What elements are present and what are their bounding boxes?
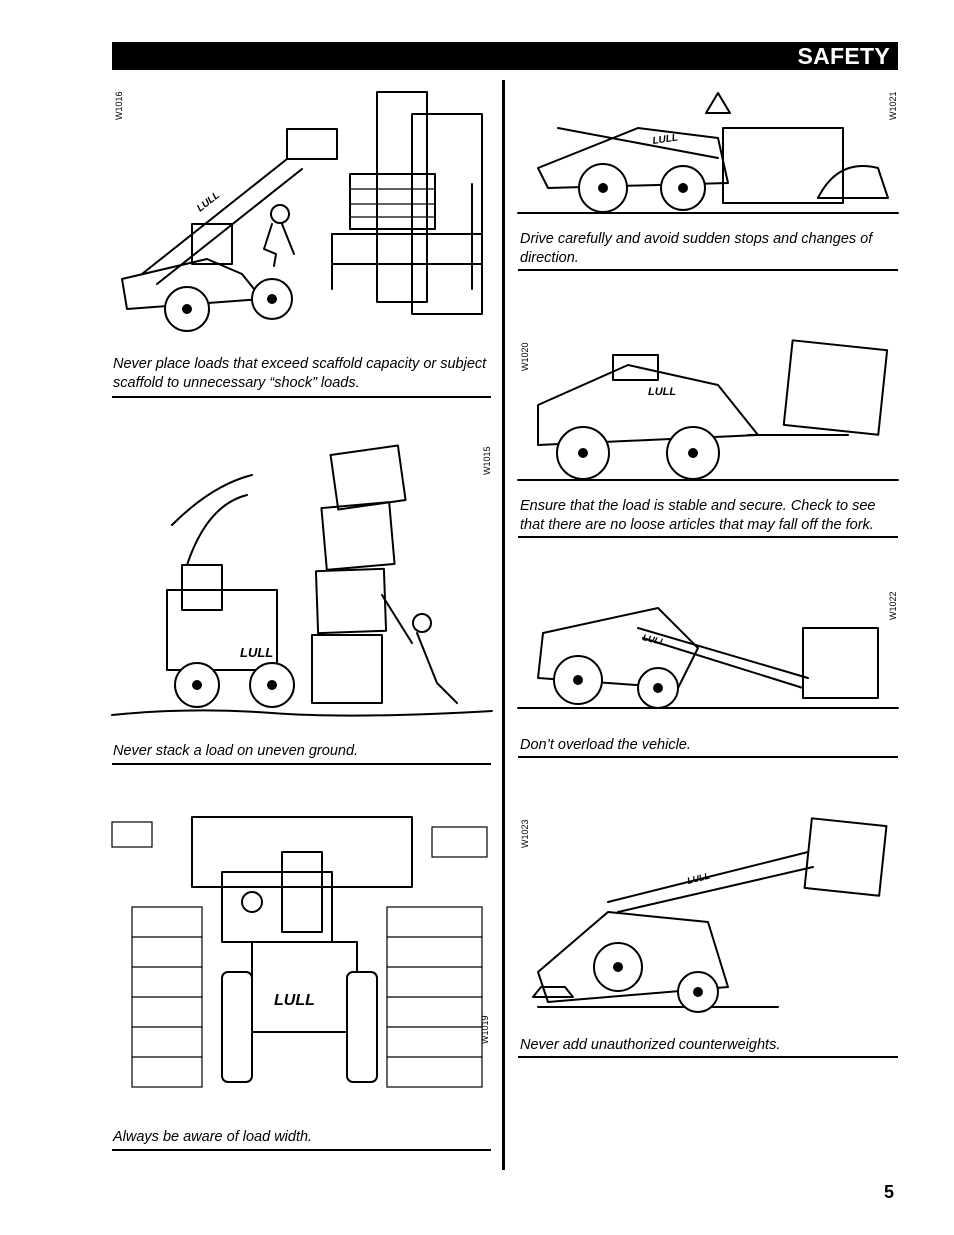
panel-counterweights: W1023 LULL — [518, 812, 898, 1022]
caption-rule — [112, 763, 491, 765]
caption-rule — [518, 536, 898, 538]
caption: Always be aware of load width. — [113, 1129, 313, 1145]
caption-rule — [112, 1149, 491, 1151]
vehicle-brand: LULL — [686, 871, 711, 886]
caption-rule — [518, 269, 898, 271]
vehicle-brand: LULL — [195, 190, 222, 214]
vehicle-brand: LULL — [648, 386, 676, 398]
panel-drive-carefully: W1021 LULL — [517, 88, 899, 218]
caption: Drive carefully and avoid sudden stops a… — [520, 231, 873, 266]
caption: Ensure that the load is stable and secur… — [520, 498, 876, 533]
counterweights-illustration: LULL — [532, 817, 888, 1013]
vehicle-brand: LULL — [240, 645, 273, 660]
scaffold-illustration: LULL — [121, 91, 483, 332]
load-width-illustration: LULL — [111, 816, 488, 1088]
caption-rule — [112, 396, 491, 398]
stable-load-illustration: LULL — [517, 339, 899, 481]
drive-carefully-illustration: LULL — [517, 92, 899, 214]
panel-load-width: W1019 LULL — [111, 812, 492, 1110]
column-divider — [502, 80, 505, 1170]
vehicle-brand: LULL — [274, 992, 315, 1009]
caption: Don’t overload the vehicle. — [520, 737, 691, 753]
header-bar: SAFETY — [112, 42, 898, 70]
uneven-ground-illustration: LULL — [111, 444, 493, 717]
panel-stable-load: W1020 LULL — [517, 335, 899, 485]
panel-scaffold: W1016 LULL — [112, 84, 492, 344]
page-number: 5 — [884, 1182, 895, 1202]
caption-rule — [518, 756, 898, 758]
caption: Never stack a load on uneven ground. — [113, 743, 359, 759]
panel-overload: W1022 LULL — [517, 588, 899, 718]
caption-rule — [518, 1056, 898, 1058]
overload-illustration: LULL — [517, 607, 899, 709]
vehicle-brand: LULL — [652, 133, 679, 147]
caption: Never place loads that exceed scaffold c… — [113, 356, 487, 391]
panel-uneven-ground: W1015 LULL — [111, 444, 493, 725]
caption: Never add unauthorized counterweights. — [520, 1037, 781, 1053]
section-title: SAFETY — [797, 43, 890, 69]
